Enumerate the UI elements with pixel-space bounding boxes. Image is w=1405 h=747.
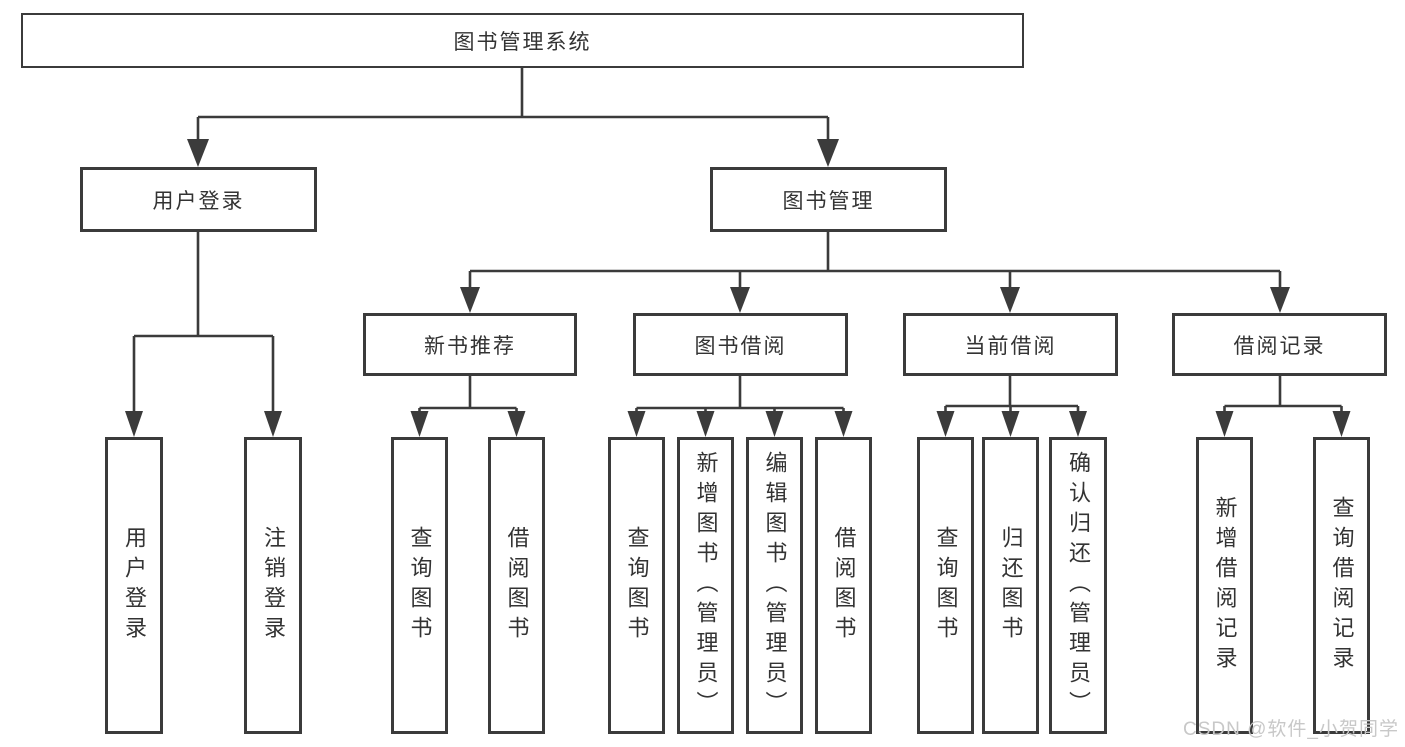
leaf-confirm-return-admin: 确认归还（管理员）	[1049, 437, 1107, 734]
leaf-query-books-borrow: 查询图书	[608, 437, 665, 734]
leaf-label: 归还图书	[998, 525, 1024, 646]
leaf-logout: 注销登录	[244, 437, 302, 734]
leaf-label: 查询图书	[624, 525, 650, 646]
leaf-edit-books-admin: 编辑图书（管理员）	[746, 437, 803, 734]
node-book-borrow: 图书借阅	[633, 313, 848, 376]
node-book-management: 图书管理	[710, 167, 947, 232]
node-borrow-records: 借阅记录	[1172, 313, 1387, 376]
leaf-label: 借阅图书	[504, 525, 530, 646]
leaf-label: 编辑图书（管理员）	[762, 450, 788, 721]
leaf-query-books-recommend: 查询图书	[391, 437, 448, 734]
leaf-label: 用户登录	[122, 525, 147, 646]
leaf-label: 查询借阅记录	[1329, 495, 1355, 676]
leaf-label: 借阅图书	[831, 525, 857, 646]
leaf-user-login: 用户登录	[105, 437, 163, 734]
leaf-query-books-current: 查询图书	[917, 437, 974, 734]
node-current-borrow: 当前借阅	[903, 313, 1118, 376]
leaf-label: 查询图书	[933, 525, 959, 646]
leaf-return-books: 归还图书	[982, 437, 1039, 734]
arrowheads	[125, 139, 1351, 437]
leaf-label: 新增图书（管理员）	[693, 450, 719, 721]
leaf-add-borrow-record: 新增借阅记录	[1196, 437, 1253, 734]
leaf-borrow-books-recommend: 借阅图书	[488, 437, 545, 734]
leaf-label: 注销登录	[261, 525, 286, 646]
csdn-watermark: CSDN @软件_小贺同学	[1183, 719, 1399, 740]
leaf-label: 查询图书	[407, 525, 433, 646]
leaf-add-books-admin: 新增图书（管理员）	[677, 437, 734, 734]
leaf-label: 确认归还（管理员）	[1066, 450, 1091, 721]
node-user-login: 用户登录	[80, 167, 317, 232]
leaf-label: 新增借阅记录	[1212, 495, 1238, 676]
leaf-query-borrow-record: 查询借阅记录	[1313, 437, 1370, 734]
leaf-borrow-books: 借阅图书	[815, 437, 872, 734]
node-root-system: 图书管理系统	[21, 13, 1024, 68]
node-new-book-recommend: 新书推荐	[363, 313, 577, 376]
